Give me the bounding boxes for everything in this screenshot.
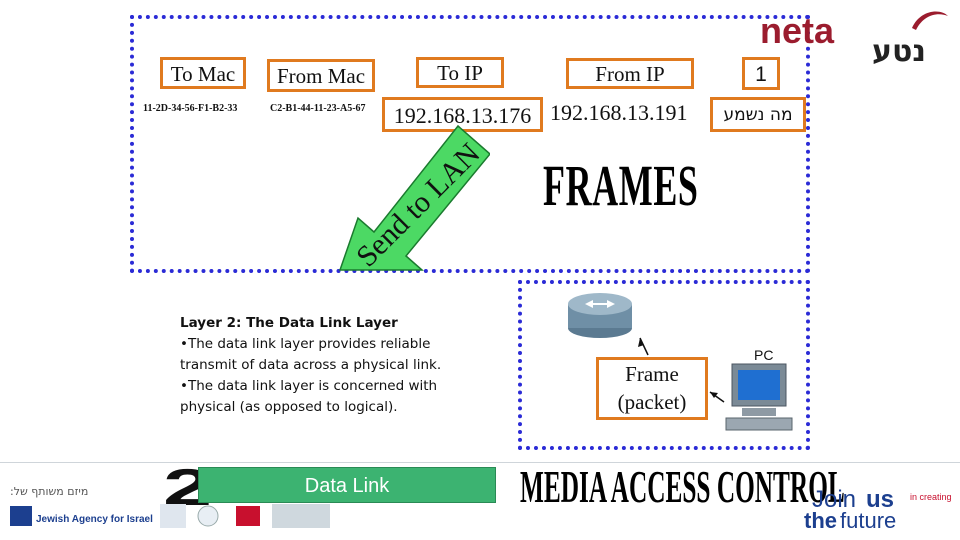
header-from-ip: From IP bbox=[566, 58, 694, 89]
join-us-logo: Join us in creating the future bbox=[800, 486, 958, 536]
future-text: future bbox=[840, 508, 897, 533]
send-to-lan-arrow bbox=[338, 124, 490, 271]
layer-description: Layer 2: The Data Link Layer •The data l… bbox=[180, 313, 490, 418]
packet-label: (packet) bbox=[617, 390, 687, 414]
header-to-ip: To IP bbox=[416, 57, 504, 88]
frames-title: FRAMES bbox=[543, 153, 699, 218]
neta-logo-text: neta bbox=[760, 10, 835, 51]
frame-region-border bbox=[130, 15, 810, 273]
header-seq: 1 bbox=[742, 57, 780, 90]
neta-logo-hebrew: נטע bbox=[872, 34, 926, 69]
value-from-mac: C2-B1-44-11-23-A5-67 bbox=[270, 103, 366, 114]
value-to-mac: 11-2D-34-56-F1-B2-33 bbox=[143, 103, 238, 114]
partner-logos-strip bbox=[10, 504, 330, 528]
in-creating-text: in creating bbox=[910, 492, 952, 502]
media-region-border bbox=[518, 280, 810, 450]
layer-line-2: •The data link layer is concerned with p… bbox=[180, 378, 438, 415]
jewish-agency-label: Jewish Agency for Israel bbox=[36, 514, 153, 525]
neta-logo: neta נטע bbox=[760, 6, 956, 69]
pc-icon bbox=[725, 363, 793, 431]
layer-line-1: •The data link layer provides reliable t… bbox=[180, 336, 442, 373]
frame-packet-box: Frame (packet) bbox=[596, 357, 708, 420]
the-text: the bbox=[804, 508, 837, 533]
us-text: us bbox=[866, 486, 895, 513]
pointer-arrows bbox=[638, 337, 725, 403]
join-text: Join bbox=[812, 486, 857, 513]
pc-label: PC bbox=[754, 347, 774, 363]
value-message: מה נשמע bbox=[710, 97, 806, 132]
router-icon bbox=[568, 293, 632, 338]
header-to-mac: To Mac bbox=[160, 57, 246, 89]
header-from-mac: From Mac bbox=[267, 59, 375, 92]
value-from-ip: 192.168.13.191 bbox=[550, 100, 688, 125]
media-access-control-title: MEDIA ACCESS CONTROL bbox=[520, 461, 845, 512]
frame-label: Frame bbox=[625, 362, 679, 386]
data-link-bar: Data Link bbox=[198, 467, 496, 503]
layer-title: Layer 2: The Data Link Layer bbox=[180, 315, 398, 331]
neta-swirl-icon bbox=[912, 11, 948, 30]
footer-divider bbox=[0, 462, 960, 463]
partners-label: מיזם משותף של: bbox=[10, 485, 89, 498]
